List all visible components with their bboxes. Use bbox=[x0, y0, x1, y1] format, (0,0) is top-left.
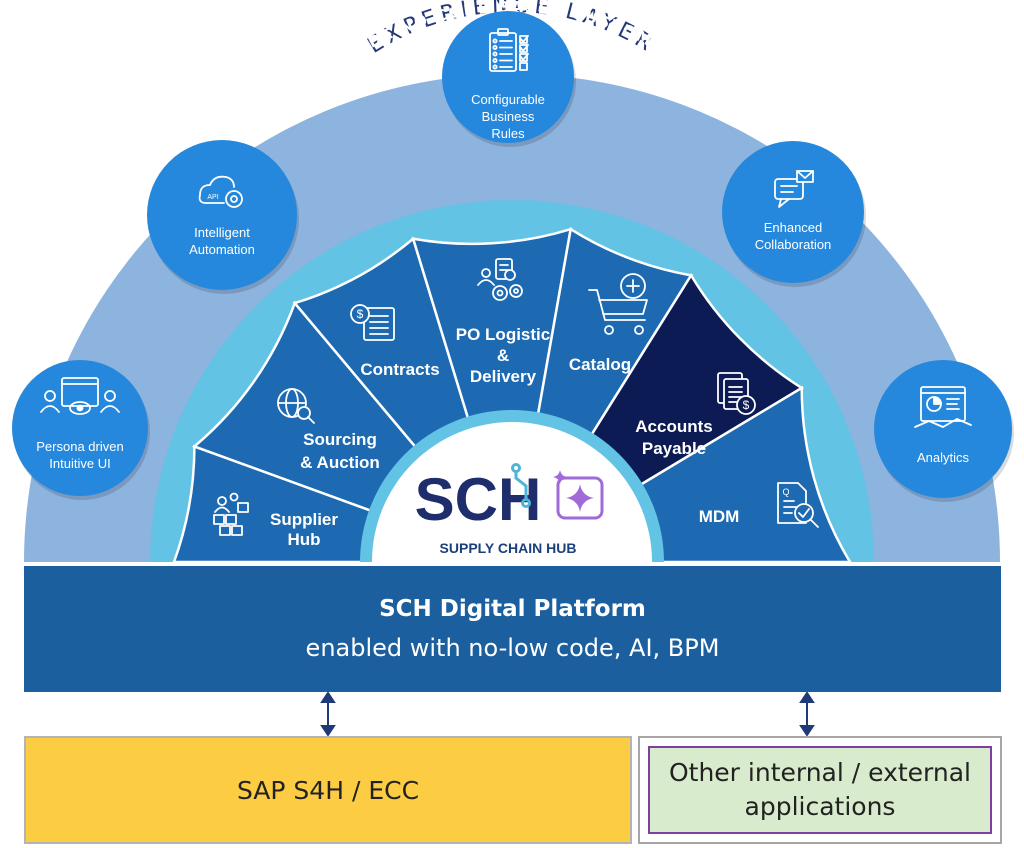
platform-title: SCH Digital Platform bbox=[379, 596, 646, 622]
chat-mail-icon bbox=[774, 170, 814, 208]
other-applications-line-2: applications bbox=[744, 792, 896, 821]
person-gears-icon bbox=[477, 258, 523, 301]
platform-subtitle: enabled with no-low code, AI, BPM bbox=[305, 634, 720, 662]
feature-circle-configurable-business-rules[interactable] bbox=[442, 11, 574, 143]
globe-search-icon bbox=[277, 388, 315, 424]
invoice-dollar-icon: $ bbox=[717, 372, 756, 415]
arrow-left-connector bbox=[320, 692, 336, 737]
circuit-accent-icon bbox=[511, 463, 531, 508]
svg-text:$: $ bbox=[743, 398, 750, 412]
module-label-mdm: MDM bbox=[699, 507, 740, 526]
document-check-icon: Q bbox=[777, 482, 819, 528]
svg-text:Q: Q bbox=[782, 487, 789, 497]
feature-circle-persona-driven-ui[interactable] bbox=[12, 360, 148, 496]
feature-circle-enhanced-collaboration[interactable] bbox=[722, 141, 864, 283]
feature-label-analytics: Analytics bbox=[917, 450, 970, 465]
platform-bar: SCH Digital Platform enabled with no-low… bbox=[24, 566, 1001, 692]
module-label-contracts: Contracts bbox=[360, 360, 439, 379]
svg-text:API: API bbox=[207, 194, 218, 201]
sap-system-label: SAP S4H / ECC bbox=[236, 775, 420, 805]
supplier-boxes-icon bbox=[213, 492, 249, 536]
hub-center bbox=[372, 422, 652, 562]
api-cloud-gear-icon: API bbox=[198, 175, 243, 208]
contract-dollar-icon: $ bbox=[350, 304, 395, 341]
hub-subtitle: SUPPLY CHAIN HUB bbox=[440, 540, 577, 556]
other-applications-box: Other internal / external applications bbox=[638, 736, 1002, 844]
cart-plus-icon bbox=[588, 273, 648, 335]
ai-sparkle-icon bbox=[553, 470, 604, 520]
sch-logo-text: SCH bbox=[415, 466, 542, 533]
sap-system-box: SAP S4H / ECC bbox=[24, 736, 632, 844]
svg-text:$: $ bbox=[357, 307, 364, 321]
other-applications-line-1: Other internal / external bbox=[668, 758, 972, 788]
other-applications-inner: Other internal / external applications bbox=[648, 746, 992, 834]
module-label-po-logistic-delivery: PO Logistic&Delivery bbox=[456, 325, 550, 386]
connector-arrows bbox=[320, 692, 815, 737]
dashboard-icon bbox=[914, 386, 972, 428]
module-label-sourcing-auction: Sourcing& Auction bbox=[300, 430, 380, 472]
feature-circle-intelligent-automation[interactable] bbox=[147, 140, 297, 290]
module-label-catalog: Catalog bbox=[569, 355, 631, 374]
arrow-right-connector bbox=[799, 692, 815, 737]
checklist-icon bbox=[489, 28, 529, 72]
feature-circle-analytics[interactable] bbox=[874, 360, 1012, 498]
persona-icon bbox=[40, 377, 120, 415]
